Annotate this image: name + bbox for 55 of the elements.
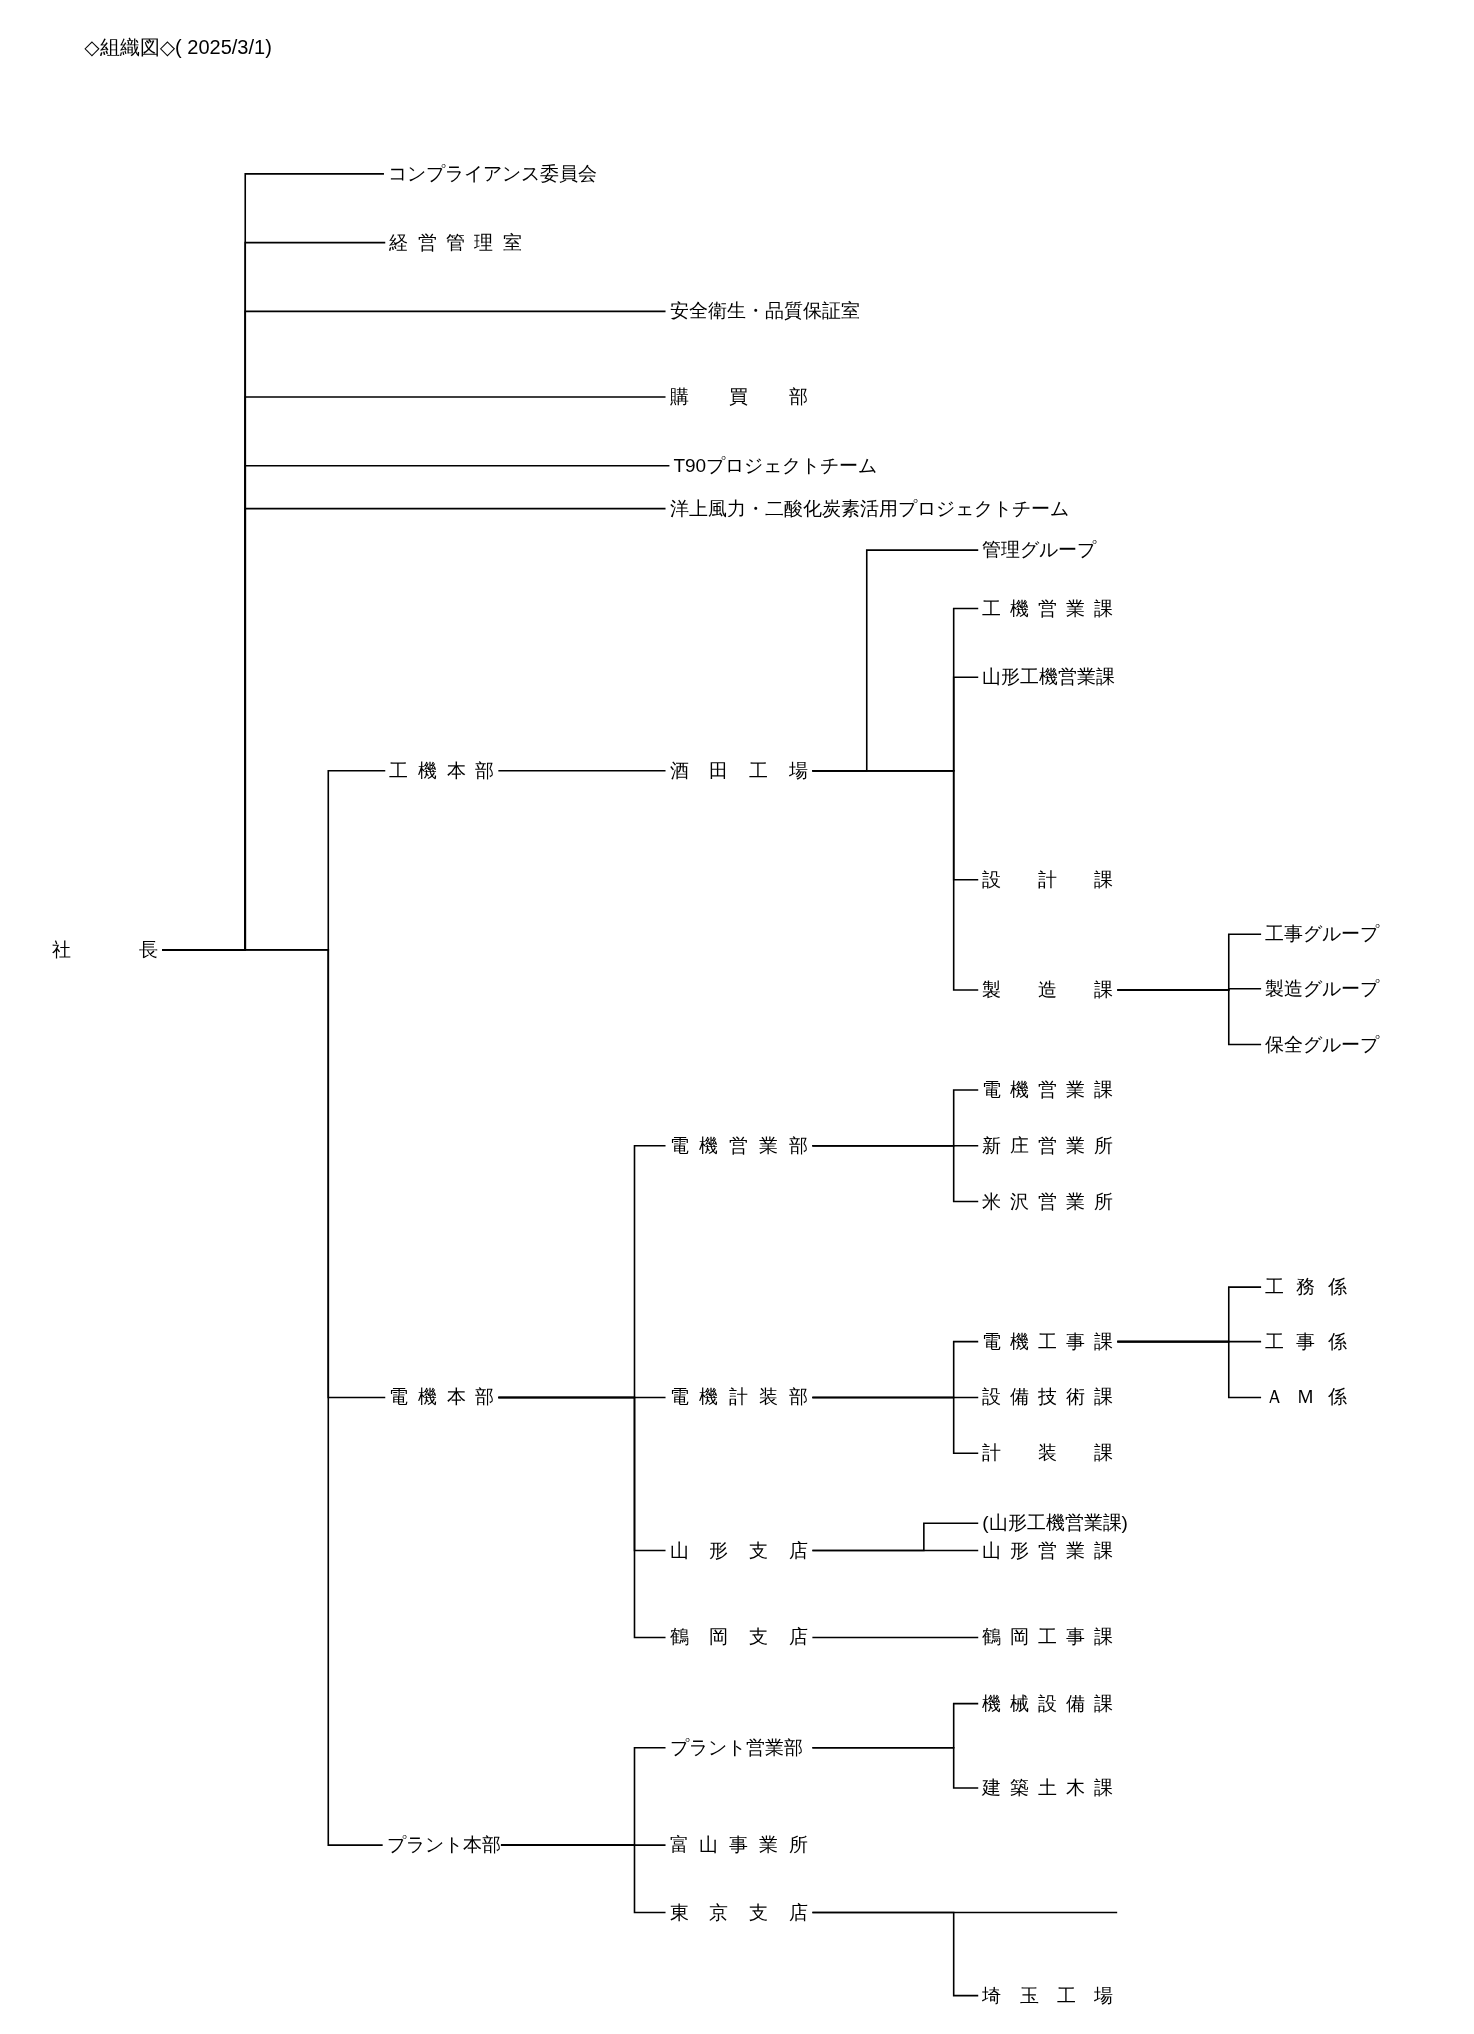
unit-label: 鶴岡工事課: [982, 1625, 1114, 1650]
unit-label: 管理グループ: [982, 538, 1097, 563]
unit-label: 建築土木課: [982, 1776, 1114, 1800]
unit-label: 設備技術課: [982, 1385, 1114, 1410]
unit-label: 製造グループ: [1265, 976, 1380, 1001]
unit-label: 製造課: [982, 978, 1114, 1002]
unit-label: 工機本部: [389, 758, 495, 783]
chart-title: ◇組織図◇( 2025/3/1): [84, 34, 272, 60]
unit-label: 電機営業課: [982, 1077, 1114, 1102]
connector-line: [811, 1396, 980, 1455]
unit-label: 山形工機営業課: [982, 665, 1116, 690]
unit-label: 洋上風力・二酸化炭素活用プロジェクトチーム: [669, 496, 1069, 521]
connector-line: [811, 1636, 980, 1639]
unit-label: 工事係: [1265, 1329, 1347, 1354]
unit-label: 電機工事課: [982, 1329, 1114, 1354]
unit-label: (山形工機営業課): [982, 1511, 1128, 1536]
connector-line: [811, 1911, 1118, 1914]
unit-label: 機械設備課: [982, 1691, 1114, 1716]
unit-label: ＡＭ係: [1265, 1385, 1347, 1410]
unit-label: 鶴岡支店: [669, 1625, 809, 1650]
unit-label: 電機営業部: [669, 1133, 809, 1158]
connector-line: [811, 1144, 980, 1203]
unit-label: 電機計装部: [669, 1385, 809, 1410]
unit-label: 酒田工場: [669, 758, 809, 783]
unit-label: 計装課: [982, 1441, 1114, 1466]
connector-line: [811, 769, 980, 991]
unit-label: 米沢営業所: [982, 1189, 1114, 1214]
connector-line: [497, 1396, 667, 1639]
unit-label: 購買部: [669, 385, 809, 410]
unit-label: 富山事業所: [669, 1833, 809, 1858]
unit-label: 工事グループ: [1265, 922, 1380, 947]
unit-label: 埼玉工場: [982, 1983, 1114, 2008]
connector-line: [161, 949, 384, 1846]
unit-label: 山形営業課: [982, 1538, 1114, 1563]
connector-line: [500, 1844, 667, 1914]
connector-line: [1116, 989, 1262, 1046]
connector-line: [497, 769, 667, 772]
connector-line: [811, 1549, 980, 1552]
unit-label: T90プロジェクトチーム: [673, 453, 878, 478]
unit-label: 東京支店: [669, 1900, 809, 1925]
unit-label: 電機本部: [389, 1385, 495, 1410]
connector-line: [1116, 1340, 1262, 1399]
connector-line: [811, 1747, 980, 1789]
unit-label: コンプライアンス委員会: [387, 161, 597, 186]
unit-label: 安全衛生・品質保証室: [669, 299, 860, 324]
unit-label: 経営管理室: [389, 230, 522, 255]
unit-label: 保全グループ: [1265, 1032, 1380, 1057]
unit-label: 社長: [51, 937, 159, 962]
unit-label: 新庄営業所: [982, 1133, 1114, 1158]
unit-label: 工機営業課: [982, 596, 1114, 621]
unit-label: 設計課: [982, 867, 1114, 892]
unit-label: プラント本部: [386, 1833, 501, 1858]
unit-label: 工務係: [1265, 1275, 1347, 1300]
unit-label: 山形支店: [669, 1538, 809, 1563]
unit-label: プラント営業部: [669, 1735, 803, 1760]
